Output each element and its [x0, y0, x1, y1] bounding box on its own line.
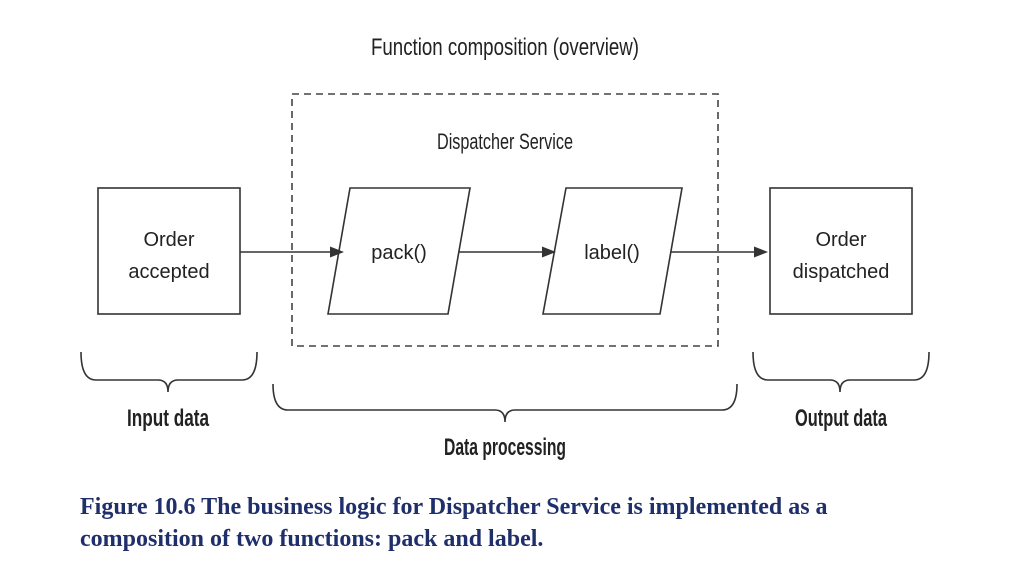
order-accepted-line2: accepted: [128, 261, 209, 283]
output-data-label: Output data: [795, 405, 887, 432]
label-function-node: label(): [542, 187, 683, 315]
output-data-brace: [752, 351, 930, 393]
input-data-brace: [80, 351, 258, 393]
order-dispatched-node: Order dispatched: [769, 187, 913, 315]
order-accepted-line1: Order: [143, 229, 194, 251]
order-dispatched-line1: Order: [815, 229, 866, 251]
order-dispatched-line2: dispatched: [793, 261, 890, 283]
figure-caption: Figure 10.6 The business logic for Dispa…: [80, 494, 828, 552]
arrow-pack-to-label: [459, 246, 556, 258]
order-accepted-node: Order accepted: [97, 187, 241, 315]
dispatcher-service-boundary: [291, 93, 719, 347]
pack-function-label: pack(): [371, 242, 427, 264]
diagram-title: Function composition (overview): [371, 34, 639, 61]
arrow-label-to-output: [671, 246, 768, 258]
label-function-label: label(): [584, 242, 640, 264]
arrow-input-to-pack: [240, 246, 344, 258]
pack-function-node: pack(): [327, 187, 471, 315]
data-processing-label: Data processing: [444, 434, 566, 461]
input-data-label: Input data: [127, 405, 209, 432]
dispatcher-service-label: Dispatcher Service: [437, 129, 573, 154]
function-composition-diagram: Function composition (overview) Dispatch…: [80, 34, 930, 461]
data-processing-brace: [272, 383, 738, 423]
